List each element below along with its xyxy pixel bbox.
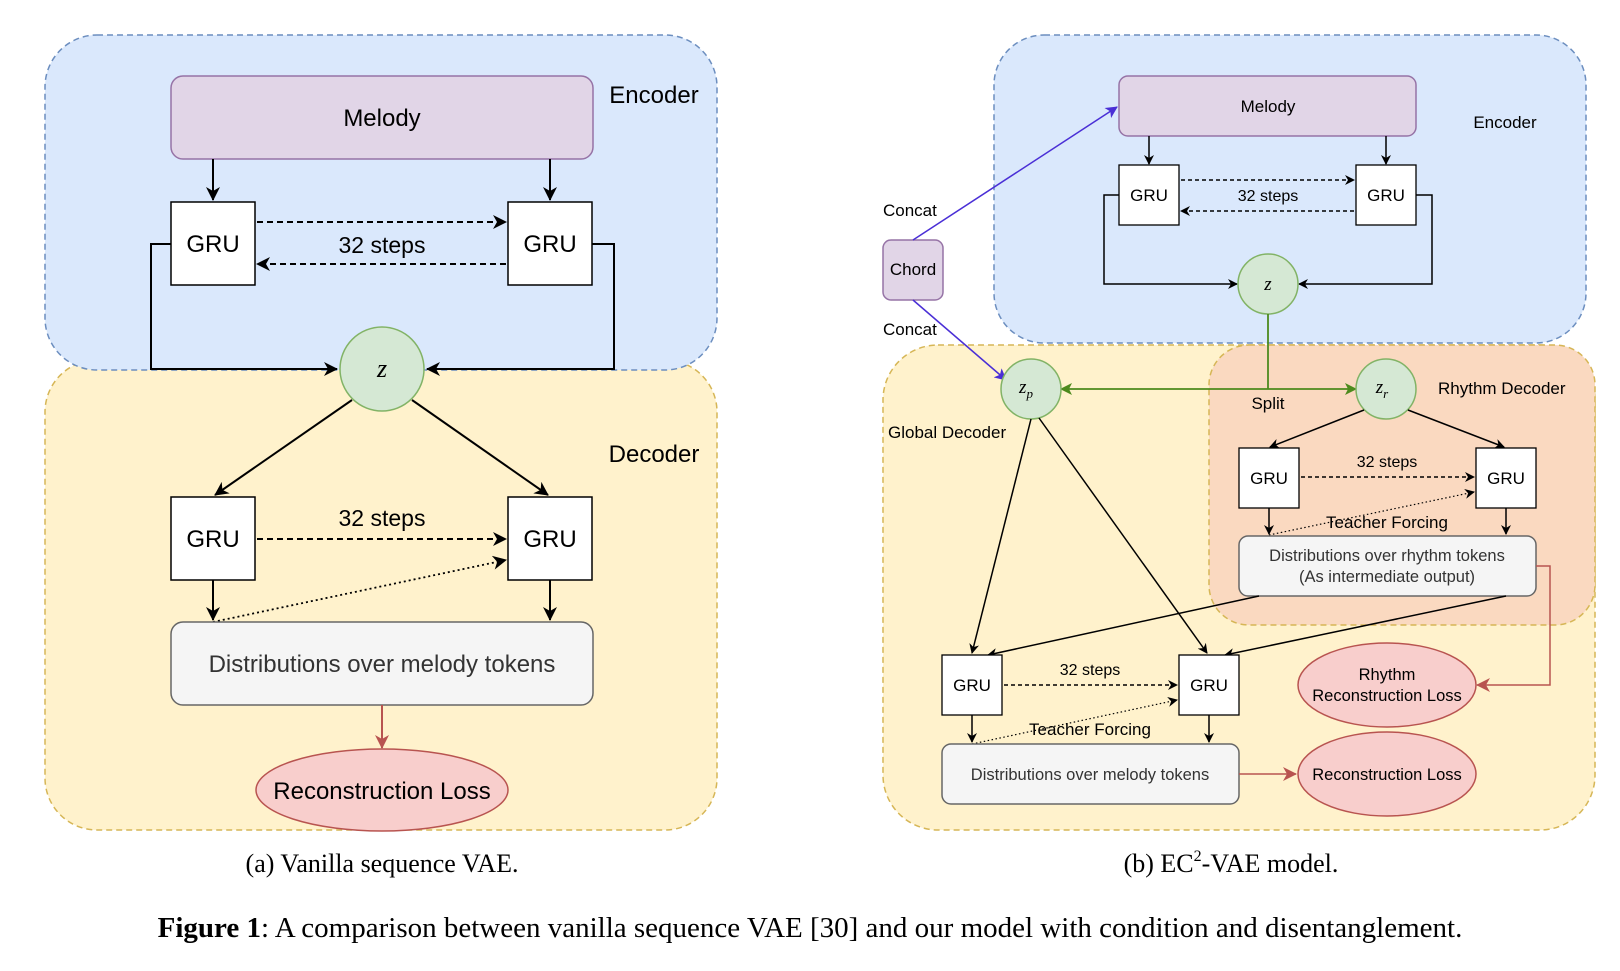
panel-b-melody-gru-left-label: GRU <box>953 676 991 695</box>
panel-a-latent-z <box>339 326 425 412</box>
panel-b-rhythm-steps-label: 32 steps <box>1357 454 1417 471</box>
panel-b-encoder-label: Encoder <box>1473 113 1537 132</box>
panel-b-encoder-gru-left-label: GRU <box>1130 186 1168 205</box>
panel-a-reconstruction-loss-label: Reconstruction Loss <box>273 778 490 805</box>
panel-a-encoder-label: Encoder <box>609 82 698 109</box>
panel-a-latent-z-label: z <box>376 354 387 383</box>
panel-b-melody-gru-right-label: GRU <box>1190 676 1228 695</box>
panel-a-melody-box <box>170 75 594 160</box>
panel-b-rhythm-loss-line2: Reconstruction Loss <box>1312 687 1462 705</box>
panel-b-melody-box <box>1118 75 1417 137</box>
panel-a-melody-label: Melody <box>343 105 420 132</box>
panel-b-melody-teacher-forcing-label: Teacher Forcing <box>1029 720 1151 739</box>
panel-b-concat-bottom-label: Concat <box>883 320 937 339</box>
figure-caption: Figure 1: A comparison between vanilla s… <box>0 912 1620 945</box>
panel-b-encoder-gru-right-label: GRU <box>1367 186 1405 205</box>
panel-a-decoder-gru-right-label: GRU <box>523 526 576 553</box>
panel-b-latent-z-label: z <box>1263 274 1272 295</box>
panel-b-rhythm-distribution-box <box>1238 535 1537 597</box>
panel-b-rhythm-loss-line1: Rhythm <box>1359 666 1416 684</box>
panel-b-melody-steps-label: 32 steps <box>1060 662 1120 679</box>
panel-b-split-label: Split <box>1251 394 1284 413</box>
panel-b-rhythm-distribution-line2: (As intermediate output) <box>1299 568 1475 586</box>
panel-b-rhythm-decoder-label: Rhythm Decoder <box>1438 379 1566 398</box>
panel-b-rhythm-gru-right-label: GRU <box>1487 469 1525 488</box>
panel-b: Encoder Global Decoder Rhythm Decoder Me… <box>882 34 1596 878</box>
panel-b-global-decoder-label: Global Decoder <box>888 423 1006 442</box>
panel-b-latent-zr <box>1355 358 1417 420</box>
panel-a-decoder-steps-label: 32 steps <box>339 505 426 531</box>
panel-b-rhythm-distribution-line1: Distributions over rhythm tokens <box>1269 547 1505 565</box>
figure-caption-label: Figure 1 <box>157 912 261 944</box>
panel-b-melody-gru-right <box>1178 654 1240 716</box>
panel-b-reconstruction-loss <box>1297 731 1477 817</box>
panel-a-decoder-gru-left <box>170 496 256 581</box>
figure-caption-text: : A comparison between vanilla sequence … <box>261 912 1463 944</box>
panel-a-caption: (a) Vanilla sequence VAE. <box>246 849 519 878</box>
panel-a-melody-distribution-label: Distributions over melody tokens <box>209 651 556 678</box>
panel-b-chord-label: Chord <box>890 260 936 279</box>
panel-b-reconstruction-loss-label: Reconstruction Loss <box>1312 766 1462 784</box>
panel-a-encoder-gru-right <box>507 201 593 286</box>
panel-a-encoder-gru-right-label: GRU <box>523 231 576 258</box>
panel-a: Encoder Decoder Melody GRU GRU 32 steps … <box>44 34 718 878</box>
panel-b-rhythm-reconstruction-loss <box>1297 642 1477 728</box>
panel-a-encoder-gru-left <box>170 201 256 286</box>
panel-b-concat-top-label: Concat <box>883 201 937 220</box>
panel-b-encoder-steps-label: 32 steps <box>1238 188 1298 205</box>
panel-a-decoder-label: Decoder <box>609 441 700 468</box>
panel-a-decoder-gru-left-label: GRU <box>186 526 239 553</box>
panel-b-caption: (b) EC2-VAE model. <box>1124 848 1339 878</box>
panel-b-rhythm-teacher-forcing-label: Teacher Forcing <box>1326 513 1448 532</box>
panel-a-encoder-gru-left-label: GRU <box>186 231 239 258</box>
panel-b-melody-distribution-label: Distributions over melody tokens <box>971 766 1209 784</box>
panel-b-rhythm-gru-left-label: GRU <box>1250 469 1288 488</box>
panel-b-melody-gru-left <box>941 654 1003 716</box>
panel-b-rhythm-gru-left <box>1238 447 1300 509</box>
panel-b-latent-zp-label: zp <box>1018 377 1033 401</box>
panel-b-latent-zr-label: zr <box>1375 377 1389 401</box>
panel-b-melody-label: Melody <box>1241 97 1296 116</box>
panel-a-reconstruction-loss <box>255 748 509 832</box>
panel-a-encoder-steps-label: 32 steps <box>339 232 426 258</box>
